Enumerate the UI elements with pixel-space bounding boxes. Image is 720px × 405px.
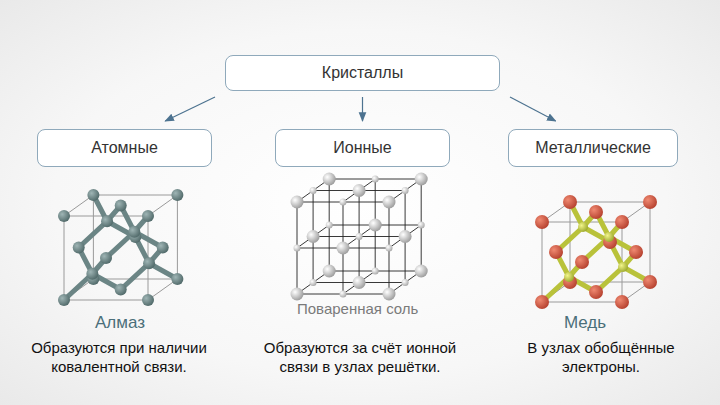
- description-text: Образуются за счёт ионной связи в узлах …: [246, 339, 474, 377]
- copper-lattice: [535, 195, 657, 309]
- description-text: Образуются при наличии ковалентной связи…: [6, 339, 232, 377]
- salt-lattice: [291, 173, 428, 301]
- substance-name: Алмаз: [60, 312, 180, 333]
- box-label: Атомные: [91, 139, 158, 157]
- substance-name: Поваренная соль: [294, 301, 421, 318]
- arrow-connector: [165, 97, 215, 121]
- category-box: Кристаллы: [225, 55, 500, 91]
- arrow-connector: [510, 97, 556, 121]
- subcategory-box: Металлические: [508, 129, 678, 167]
- box-label: Металлические: [535, 139, 651, 157]
- arrow-connector: [362, 97, 363, 121]
- diamond-lattice: [58, 189, 183, 306]
- subcategory-box: Ионные: [275, 129, 450, 167]
- substance-name: Медь: [530, 312, 640, 333]
- description-text: В узлах обобщённые электроны.: [488, 339, 714, 377]
- box-label: Кристаллы: [322, 64, 403, 82]
- box-label: Ионные: [333, 139, 391, 157]
- subcategory-box: Атомные: [37, 129, 212, 167]
